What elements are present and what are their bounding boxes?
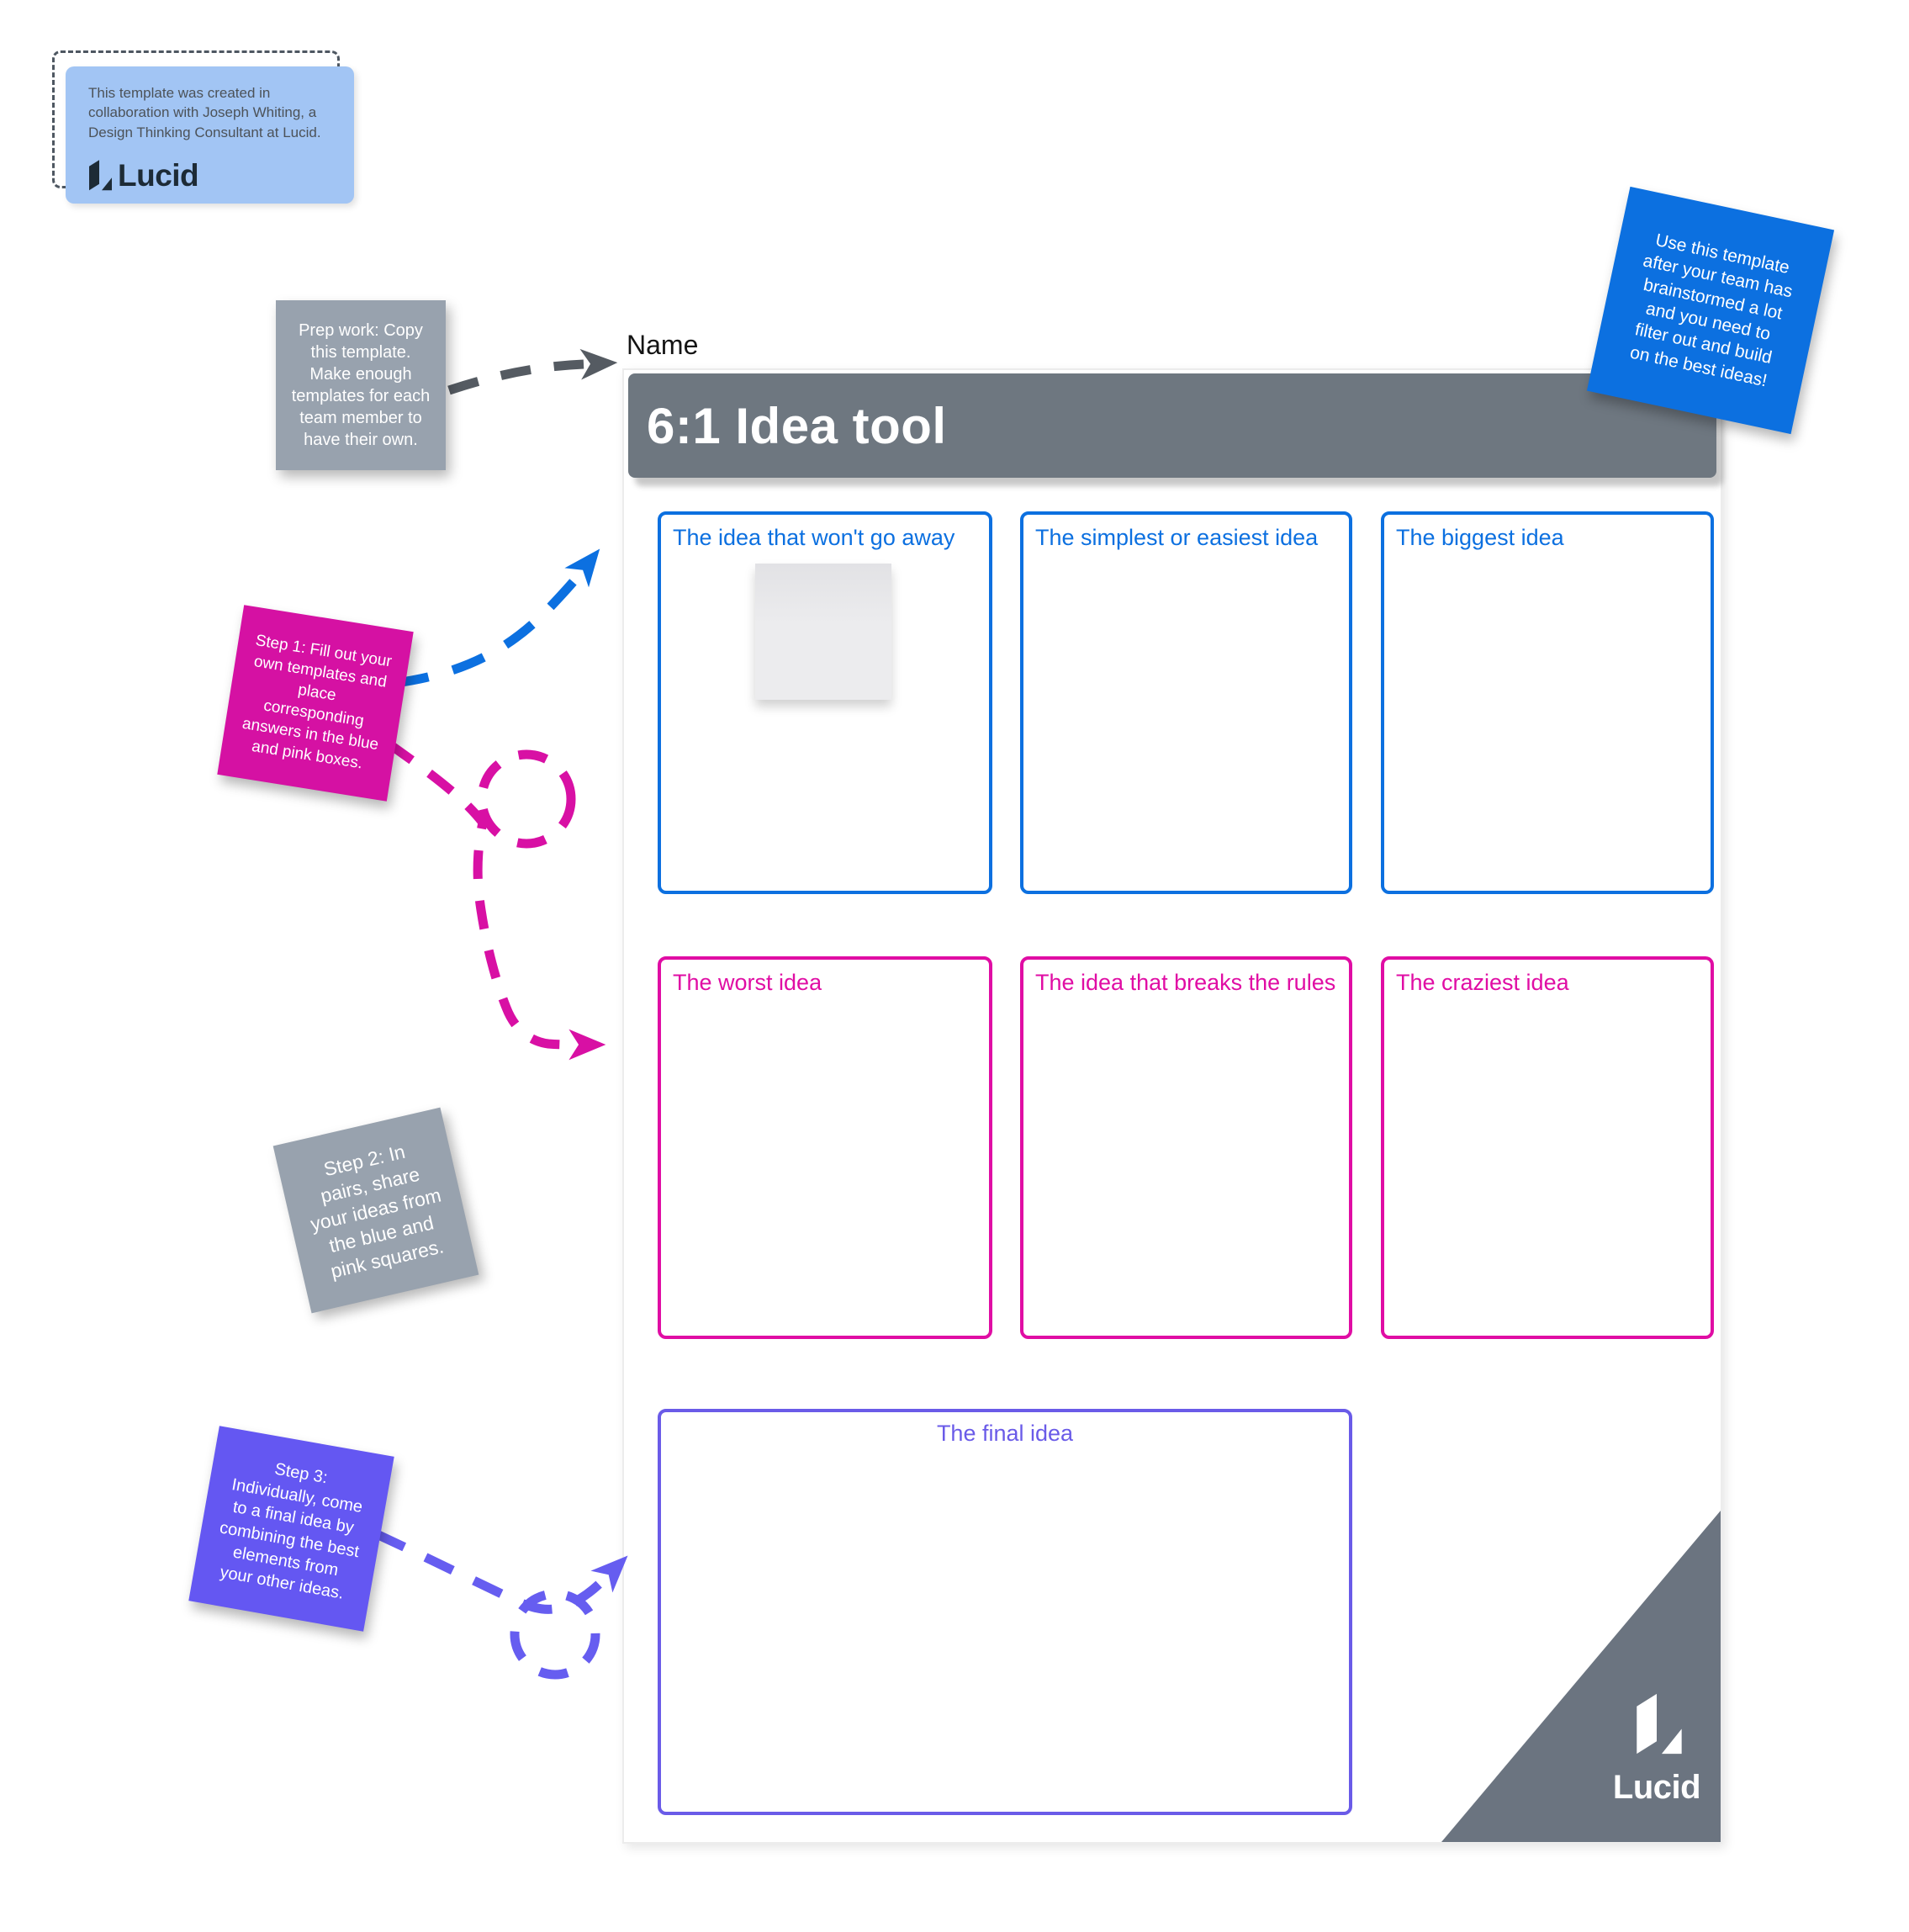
attribution-text: This template was created in collaborati… — [88, 85, 321, 140]
box-biggest-idea[interactable]: The biggest idea — [1381, 511, 1714, 894]
sticky-text: Step 1: Fill out your own templates and … — [241, 631, 394, 773]
board-header[interactable]: 6:1 Idea tool — [628, 373, 1716, 478]
sticky-prep-work[interactable]: Prep work: Copy this template. Make enou… — [276, 300, 446, 470]
arrow-step1-loop — [477, 749, 576, 849]
lucid-logo-icon — [89, 160, 112, 191]
box-final-idea[interactable]: The final idea — [658, 1409, 1352, 1815]
sticky-step3[interactable]: Step 3: Individually, come to a final id… — [188, 1426, 394, 1632]
arrow-prep-to-board — [447, 348, 618, 395]
arrow-step3-loop — [510, 1589, 600, 1680]
board-title: 6:1 Idea tool — [647, 397, 947, 454]
sticky-text: Step 2: In pairs, share your ideas from … — [308, 1141, 446, 1283]
lucid-logo-word: Lucid — [1612, 1769, 1701, 1806]
footer-triangle — [1441, 1511, 1721, 1842]
lucid-logo-word: Lucid — [118, 158, 199, 193]
arrow-step1-to-pink-row — [385, 739, 606, 1061]
box-label: The biggest idea — [1396, 525, 1564, 550]
box-label: The idea that won't go away — [673, 525, 955, 550]
sticky-step1[interactable]: Step 1: Fill out your own templates and … — [217, 605, 414, 802]
sticky-text: Prep work: Copy this template. Make enou… — [291, 321, 431, 449]
blank-sticky-note[interactable] — [755, 564, 891, 700]
name-label[interactable]: Name — [627, 330, 699, 360]
box-breaks-rules-idea[interactable]: The idea that breaks the rules — [1020, 956, 1352, 1339]
lucid-logo: Lucid — [87, 157, 199, 194]
sticky-step2[interactable]: Step 2: In pairs, share your ideas from … — [272, 1107, 479, 1314]
box-label: The final idea — [936, 1421, 1074, 1446]
arrow-step1-to-blue-row — [394, 548, 600, 688]
box-label: The simplest or easiest idea — [1035, 525, 1319, 550]
lucid-logo-icon — [1637, 1693, 1682, 1755]
box-craziest-idea[interactable]: The craziest idea — [1381, 956, 1714, 1339]
arrow-step3-to-final-box — [374, 1530, 628, 1614]
sticky-text: Use this template after your team has br… — [1628, 230, 1795, 391]
box-label: The worst idea — [673, 970, 822, 995]
box-worst-idea[interactable]: The worst idea — [658, 956, 992, 1339]
attribution-card[interactable]: This template was created in collaborati… — [66, 66, 354, 204]
box-simplest-idea[interactable]: The simplest or easiest idea — [1020, 511, 1352, 894]
sticky-text: Step 3: Individually, come to a final id… — [218, 1459, 364, 1604]
box-label: The craziest idea — [1396, 970, 1569, 995]
box-label: The idea that breaks the rules — [1035, 970, 1336, 995]
footer-lucid-logo: Lucid — [1605, 1689, 1709, 1807]
sticky-use-template[interactable]: Use this template after your team has br… — [1586, 186, 1835, 435]
